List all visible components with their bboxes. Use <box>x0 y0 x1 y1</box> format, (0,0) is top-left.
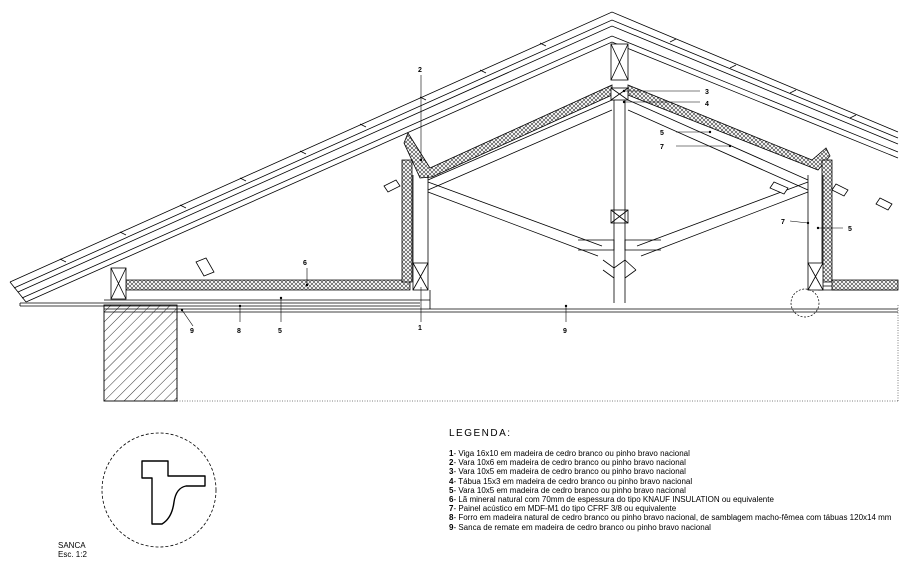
legend-item: 4- Tábua 15x3 em madeira de cedro branco… <box>449 476 693 486</box>
king-post <box>610 43 629 303</box>
callout-2: 2 <box>418 67 422 74</box>
legend-item: 9- Sanca de remate em madeira de cedro b… <box>449 522 711 532</box>
insulation-left-horizontal <box>125 279 411 291</box>
callout-6: 6 <box>303 260 307 267</box>
roof-covering <box>9 11 899 303</box>
legend-item: 7- Painel acústico em MDF-M1 do tipo CFR… <box>449 504 677 514</box>
leader-lines <box>181 75 843 327</box>
sanca-detail <box>101 432 217 548</box>
sanca-name: SANCA <box>58 541 86 550</box>
callout-7-right: 7 <box>781 219 785 226</box>
callout-5-right: 5 <box>848 226 852 233</box>
legend-item: 1- Viga 16x10 em madeira de cedro branco… <box>449 449 690 458</box>
sanca-detail-label: SANCA Esc. 1:2 <box>58 541 87 559</box>
callout-9-left: 9 <box>190 328 194 335</box>
tile-clips <box>59 38 857 263</box>
callout-7-top: 7 <box>660 144 664 151</box>
callout-5-top: 5 <box>660 130 664 137</box>
callout-8: 8 <box>237 328 241 335</box>
sanca-scale: Esc. 1:2 <box>58 550 87 559</box>
legend-item: 3- Vara 10x5 em madeira de cedro branco … <box>449 467 686 477</box>
legend-item: 2- Vara 10x6 em madeira de cedro branco … <box>449 458 686 468</box>
callout-3: 3 <box>705 89 709 96</box>
callout-5-bottom: 5 <box>278 328 282 335</box>
legend: LEGENDA: 1- Viga 16x10 em madeira de ced… <box>449 428 899 532</box>
insulation-right-vertical <box>821 159 833 283</box>
truss-struts <box>427 181 809 279</box>
interior-rafters <box>427 99 809 191</box>
callout-4: 4 <box>705 101 709 108</box>
callout-1: 1 <box>418 325 422 332</box>
legend-item: 5- Vara 10x5 em madeira de cedro branco … <box>449 485 686 495</box>
room-outline <box>176 305 899 402</box>
legend-item: 6- Lã mineral natural com 70mm de espess… <box>449 495 774 505</box>
leader-dots <box>180 89 820 312</box>
masonry-wall <box>103 304 178 402</box>
insulation-left-vertical <box>401 159 413 283</box>
legend-title: LEGENDA: <box>449 428 512 439</box>
wall-plate-blocks <box>110 262 824 300</box>
detail-reference-circle <box>790 288 820 318</box>
legend-item: 8- Forro em madeira natural de cedro bra… <box>449 513 892 523</box>
slope-blocks <box>195 179 893 277</box>
callout-9-center: 9 <box>563 328 567 335</box>
ceiling-lining <box>19 285 898 313</box>
insulation-right-horizontal <box>831 279 899 291</box>
